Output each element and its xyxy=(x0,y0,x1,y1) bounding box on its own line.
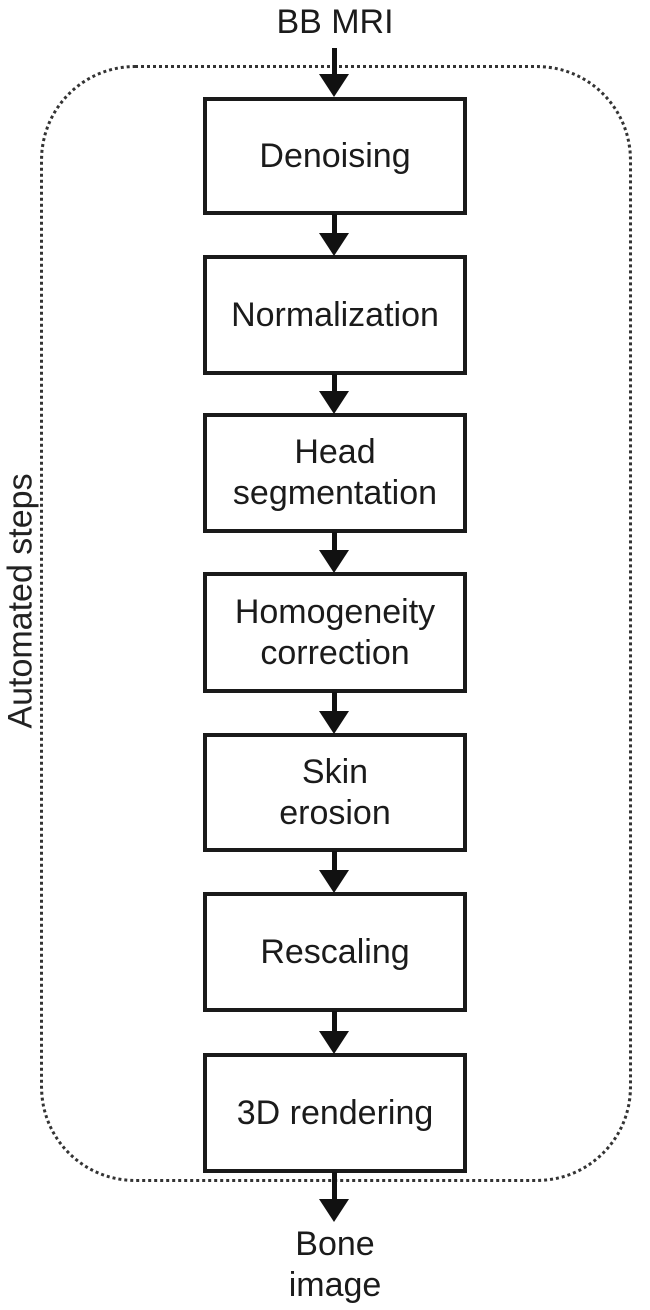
step-box-head-segmentation: Head segmentation xyxy=(203,413,467,533)
arrow-input xyxy=(306,48,362,97)
arrow-head-icon xyxy=(319,550,349,573)
flow-arrow-6 xyxy=(306,1011,362,1054)
step-box-skin-erosion: Skin erosion xyxy=(203,733,467,852)
arrow-stem xyxy=(331,1172,337,1199)
arrow-head-icon xyxy=(319,74,349,97)
arrow-head-icon xyxy=(319,233,349,256)
flow-arrow-4 xyxy=(306,692,362,734)
arrow-stem xyxy=(331,374,337,391)
arrow-stem xyxy=(331,532,337,550)
arrow-stem xyxy=(331,851,337,870)
flow-arrow-2 xyxy=(306,374,362,414)
arrow-head-icon xyxy=(319,711,349,734)
arrow-head-icon xyxy=(319,870,349,893)
flow-arrow-3 xyxy=(306,532,362,573)
arrow-stem xyxy=(331,692,337,711)
arrow-head-icon xyxy=(319,391,349,414)
flow-arrow-5 xyxy=(306,851,362,893)
step-box-3d-rendering: 3D rendering xyxy=(203,1053,467,1173)
step-box-homogeneity-correction: Homogeneity correction xyxy=(203,572,467,693)
step-box-normalization: Normalization xyxy=(203,255,467,375)
arrow-head-icon xyxy=(319,1199,349,1222)
arrow-stem xyxy=(331,1011,337,1031)
arrow-stem xyxy=(331,214,337,233)
output-label: Bone image xyxy=(288,1225,382,1305)
step-box-denoising: Denoising xyxy=(203,97,467,215)
arrow-stem xyxy=(331,48,337,74)
step-box-rescaling: Rescaling xyxy=(203,892,467,1012)
input-label: BB MRI xyxy=(276,3,394,41)
automated-steps-label: Automated steps xyxy=(1,473,40,729)
arrow-output xyxy=(306,1172,362,1222)
flow-arrow-1 xyxy=(306,214,362,256)
arrow-head-icon xyxy=(319,1031,349,1054)
